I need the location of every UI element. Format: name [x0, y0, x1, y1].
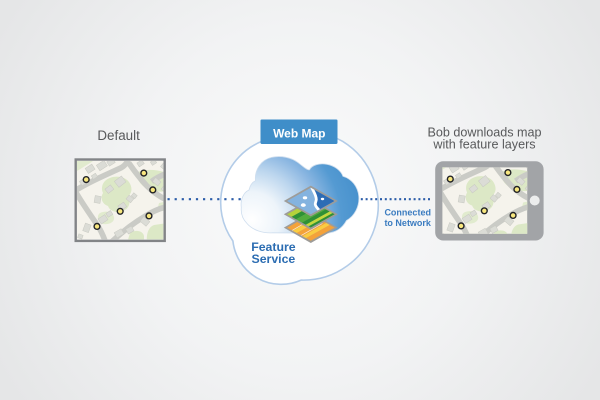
svg-text:with feature layers: with feature layers — [432, 137, 535, 151]
svg-text:Default: Default — [97, 128, 140, 143]
svg-text:Service: Service — [252, 252, 296, 266]
svg-text:to Network: to Network — [384, 218, 431, 228]
svg-text:Web Map: Web Map — [273, 127, 325, 141]
svg-text:Connected: Connected — [384, 208, 431, 218]
svg-text:Feature: Feature — [251, 240, 296, 254]
svg-text:Bob downloads map: Bob downloads map — [427, 126, 541, 140]
